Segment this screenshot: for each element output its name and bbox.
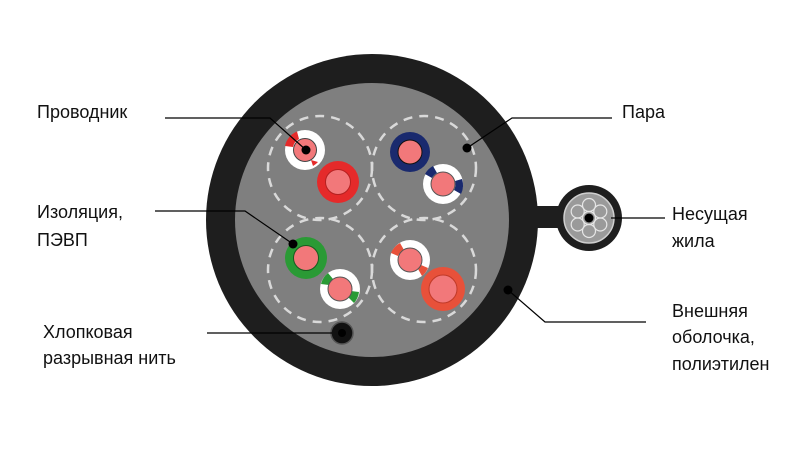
pair-outline-bottom-right bbox=[370, 216, 478, 324]
label-ripcord-line2: разрывная нить bbox=[43, 348, 176, 368]
leader-lines bbox=[155, 117, 665, 334]
wire-blue bbox=[390, 132, 430, 172]
leader-sheath bbox=[507, 289, 646, 323]
label-sheath-line1: Внешняя bbox=[672, 301, 748, 321]
leader-conductor-dot bbox=[301, 145, 311, 155]
wire-orange bbox=[421, 267, 465, 311]
label-messenger-line1: Несущая bbox=[672, 204, 748, 224]
pair-bottom-right bbox=[390, 240, 465, 311]
label-insulation-line2: ПЭВП bbox=[37, 230, 88, 250]
label-sheath-line2: оболочка, bbox=[672, 327, 755, 347]
label-insulation-line1: Изоляция, bbox=[37, 202, 123, 222]
wire-white-blue bbox=[423, 164, 464, 204]
label-sheath-line3: полиэтилен bbox=[672, 354, 769, 374]
leader-pair bbox=[466, 117, 612, 149]
label-messenger-line2: жила bbox=[672, 231, 716, 251]
leader-pair-dot bbox=[462, 143, 472, 153]
pair-outlines bbox=[266, 114, 478, 324]
wire-red bbox=[317, 161, 359, 203]
leader-insulation bbox=[155, 210, 294, 245]
messenger-strands bbox=[570, 197, 608, 239]
label-ripcord-line1: Хлопковая bbox=[43, 322, 133, 342]
wire-white-orange bbox=[390, 240, 430, 280]
pair-outline-top-right bbox=[370, 114, 478, 222]
label-pair: Пара bbox=[622, 102, 666, 122]
leader-sheath-dot bbox=[503, 285, 513, 295]
leader-insulation-dot bbox=[288, 239, 298, 249]
pair-top-right bbox=[390, 132, 464, 204]
ripcord bbox=[330, 321, 354, 345]
messenger-center-dot bbox=[584, 213, 594, 223]
leader-conductor bbox=[165, 117, 307, 151]
label-conductor: Проводник bbox=[37, 102, 127, 122]
wire-white-green bbox=[320, 269, 360, 309]
